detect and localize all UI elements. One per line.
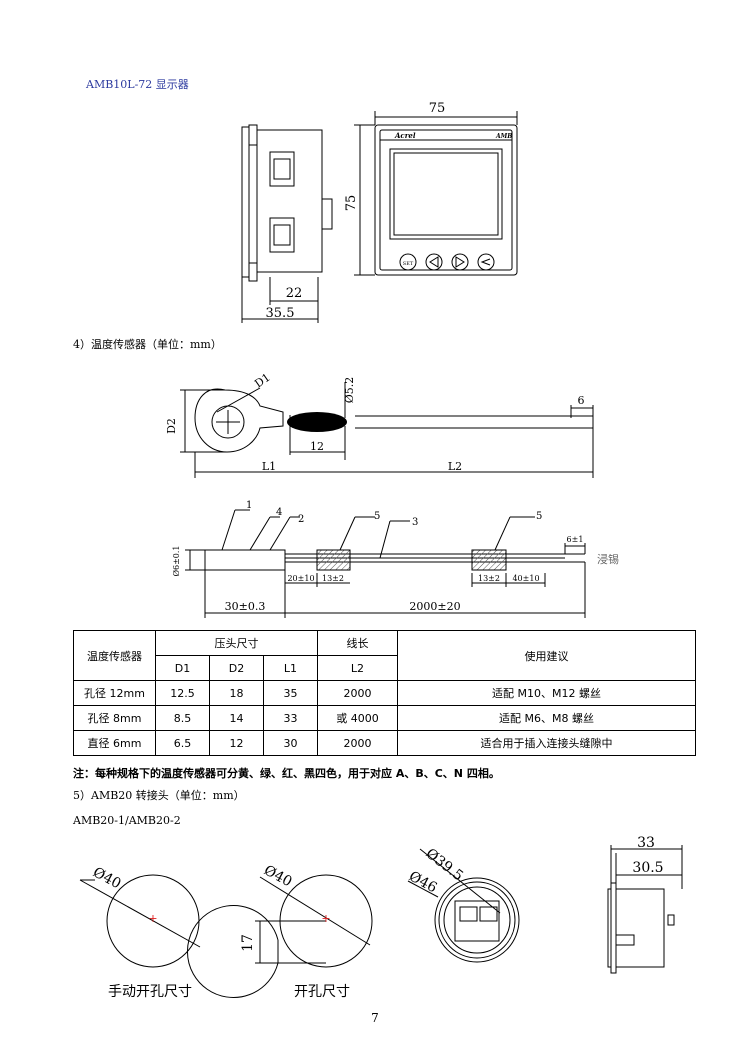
table-row: 孔径 12mm 12.5 18 35 2000 适配 M10、M12 螺丝 [73, 680, 696, 706]
display-height-dim: 75 [344, 195, 359, 212]
row-d1: 8.5 [155, 705, 210, 731]
row-d1: 6.5 [155, 730, 210, 756]
caption-manual-hole: 手动开孔尺寸 [108, 984, 192, 1000]
adapter-models: AMB20-1/AMB20-2 [73, 814, 181, 827]
sensor-6-label: 6 [578, 394, 585, 407]
header-length: 线长 [317, 630, 398, 656]
header-d2: D2 [209, 655, 264, 681]
cable-dim-20: 20±10 [287, 574, 314, 583]
display-set-button: SET [403, 261, 414, 267]
display-brand: Acrel [394, 131, 416, 140]
row-l1: 30 [263, 730, 318, 756]
sensor-d1-label: D1 [252, 371, 272, 391]
cable-part-5a: 5 [374, 511, 380, 522]
sensor-diameter-label: Ø5.2 [343, 377, 356, 404]
cable-dim-40: 40±10 [512, 574, 539, 583]
row-d2: 18 [209, 680, 264, 706]
row-l2: 或 4000 [317, 705, 398, 731]
row-l1: 35 [263, 680, 318, 706]
cable-6-label: 6±1 [567, 535, 584, 544]
adapter-33: 33 [637, 835, 655, 851]
header-l1: L1 [263, 655, 318, 681]
cable-tin-label: 浸锡 [597, 552, 619, 566]
sensor-l2-label: L2 [448, 460, 462, 473]
header-usage: 使用建议 [397, 630, 696, 681]
cable-dim-2000: 2000±20 [409, 600, 460, 613]
header-crimp: 压头尺寸 [155, 630, 318, 656]
row-l2: 2000 [317, 680, 398, 706]
display-depth-total-dim: 35.5 [266, 306, 295, 321]
row-usage: 适配 M10、M12 螺丝 [397, 680, 696, 706]
page-number: 7 [371, 1011, 379, 1025]
display-drawing: 75 75 22 35.5 Acrel AMB SET [241, 101, 518, 323]
row-l1: 33 [263, 705, 318, 731]
sensor-lug-drawing: D2 D1 Ø5.2 12 6 L1 L2 [165, 371, 594, 478]
header-d1: D1 [155, 655, 210, 681]
display-section-title: AMB10L-72 显示器 [86, 78, 189, 91]
row-d2: 14 [209, 705, 264, 731]
temp-sensor-section-title: 4）温度传感器（单位：mm） [73, 338, 222, 351]
caption-hole-size: 开孔尺寸 [294, 984, 350, 1000]
sensor-d2-label: D2 [165, 418, 178, 434]
sensor-l1-label: L1 [262, 460, 276, 473]
cable-part-3: 3 [412, 517, 418, 528]
row-name: 直径 6mm [73, 730, 156, 756]
adapter-d46: Ø46 [406, 868, 439, 896]
cable-dim-13a: 13±2 [322, 574, 344, 583]
adapter-30-5: 30.5 [632, 860, 663, 876]
adapter-d40b: Ø40 [261, 862, 294, 890]
display-depth-inner-dim: 22 [286, 286, 303, 301]
adapter-17: 17 [240, 934, 256, 952]
cable-part-5b: 5 [536, 511, 542, 522]
sensor-spec-table: 温度传感器 压头尺寸 线长 使用建议 D1 D2 L1 L2 孔径 12mm 1… [73, 630, 696, 756]
header-sensor: 温度传感器 [73, 630, 156, 681]
display-model: AMB [495, 133, 512, 140]
center-mark-icon: + [148, 912, 157, 925]
display-width-dim: 75 [429, 101, 446, 116]
table-note: 注：每种规格下的温度传感器可分黄、绿、红、黑四色，用于对应 A、B、C、N 四相… [73, 767, 500, 780]
cable-part-1: 1 [246, 500, 252, 511]
adapter-section-title: 5）AMB20 转接头（单位：mm） [73, 789, 245, 802]
row-name: 孔径 8mm [73, 705, 156, 731]
cable-dim-13b: 13±2 [478, 574, 500, 583]
cable-dim-30: 30±0.3 [225, 600, 266, 613]
sensor-12-label: 12 [310, 440, 324, 453]
sensor-cable-drawing: 1 4 2 5 3 5 Ø6±0.1 6±1 浸锡 20±10 13±2 13±… [172, 500, 619, 618]
table-row: 直径 6mm 6.5 12 30 2000 适合用于插入连接头缝隙中 [73, 730, 696, 756]
row-l2: 2000 [317, 730, 398, 756]
cable-part-2: 2 [298, 514, 304, 525]
table-header-row: 温度传感器 压头尺寸 线长 使用建议 [73, 630, 696, 681]
adapter-drawing: + + Ø40 Ø40 17 Ø39.5 Ø46 33 30.5 [79, 835, 683, 998]
center-mark-icon: + [321, 912, 330, 925]
header-l2: L2 [317, 655, 398, 681]
row-name: 孔径 12mm [73, 680, 156, 706]
table-row: 孔径 8mm 8.5 14 33 或 4000 适配 M6、M8 螺丝 [73, 705, 696, 731]
cable-diameter-label: Ø6±0.1 [172, 545, 181, 576]
row-d1: 12.5 [155, 680, 210, 706]
row-usage: 适配 M6、M8 螺丝 [397, 705, 696, 731]
row-d2: 12 [209, 730, 264, 756]
cable-part-4: 4 [276, 507, 282, 518]
row-usage: 适合用于插入连接头缝隙中 [397, 730, 696, 756]
